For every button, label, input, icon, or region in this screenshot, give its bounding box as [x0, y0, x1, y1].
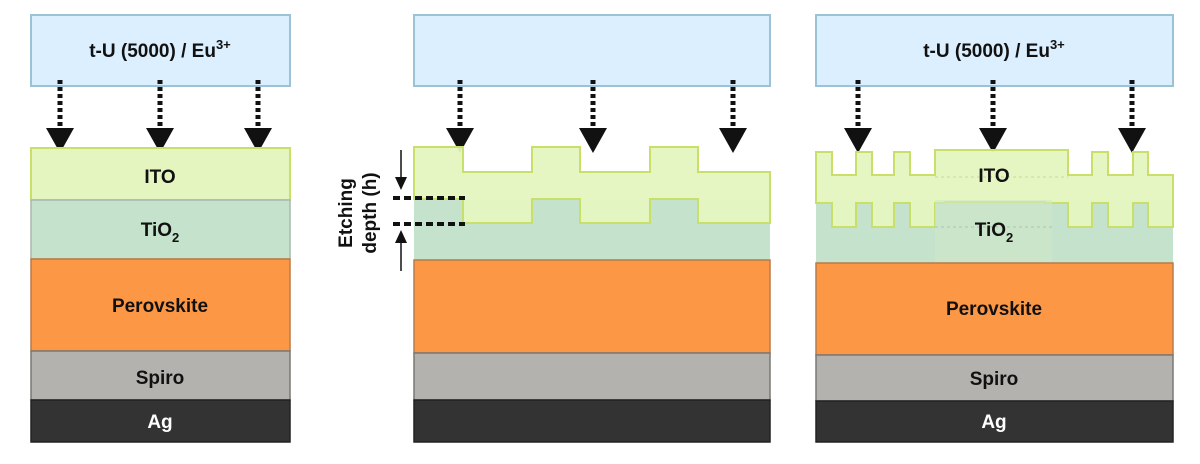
ito-label: ITO: [144, 167, 175, 188]
ito-label: ITO: [978, 166, 1009, 187]
etched-ito-layer: [815, 149, 1174, 228]
source-label: t-U (5000) / Eu3+: [89, 37, 231, 62]
ag-layer: [413, 399, 771, 443]
arrow-icon: [146, 80, 174, 153]
arrow-icon: [979, 80, 1007, 153]
spiro-layer: [413, 352, 771, 401]
arrow-icon: [844, 80, 872, 153]
spiro-label: Spiro: [136, 368, 185, 389]
tio2-layer: [30, 199, 291, 260]
etched-ito-layer: [413, 146, 771, 224]
arrow-icon: [719, 80, 747, 153]
arrow-icon: [46, 80, 74, 153]
spiro-label: Spiro: [970, 369, 1019, 390]
panel-2: Etching depth (h): [336, 14, 771, 443]
etching-depth-indicator: [393, 150, 465, 271]
spiro-layer: [30, 350, 291, 401]
center-region-overlay: [935, 200, 1052, 262]
etching-label-line2: depth (h): [360, 172, 381, 253]
source-label: t-U (5000) / Eu3+: [923, 37, 1065, 62]
perovskite-layer: [30, 258, 291, 352]
perovskite-layer: [815, 262, 1174, 356]
tio2-label: TiO2: [975, 220, 1014, 245]
arrow-icon: [446, 80, 474, 153]
ag-label: Ag: [147, 412, 172, 433]
arrow-icon: [244, 80, 272, 153]
source-box: [413, 14, 771, 87]
arrow-icon: [1118, 80, 1146, 153]
source-box: [815, 14, 1174, 87]
ag-layer: [815, 400, 1174, 443]
arrow-icon: [579, 80, 607, 153]
perovskite-label: Perovskite: [946, 299, 1042, 320]
etching-label-line1: Etching: [336, 178, 357, 248]
panel-1: t-U (5000) / Eu3+ ITO TiO2 Perovskite Sp…: [30, 14, 291, 443]
panel-3: t-U (5000) / Eu3+ ITO TiO2 Perovskite Sp…: [815, 14, 1174, 443]
perovskite-layer: [413, 259, 771, 354]
perovskite-label: Perovskite: [112, 296, 208, 317]
tio2-label: TiO2: [141, 220, 180, 245]
spiro-layer: [815, 354, 1174, 402]
ag-label: Ag: [981, 412, 1006, 433]
ag-layer: [30, 399, 291, 443]
source-box: [30, 14, 291, 87]
